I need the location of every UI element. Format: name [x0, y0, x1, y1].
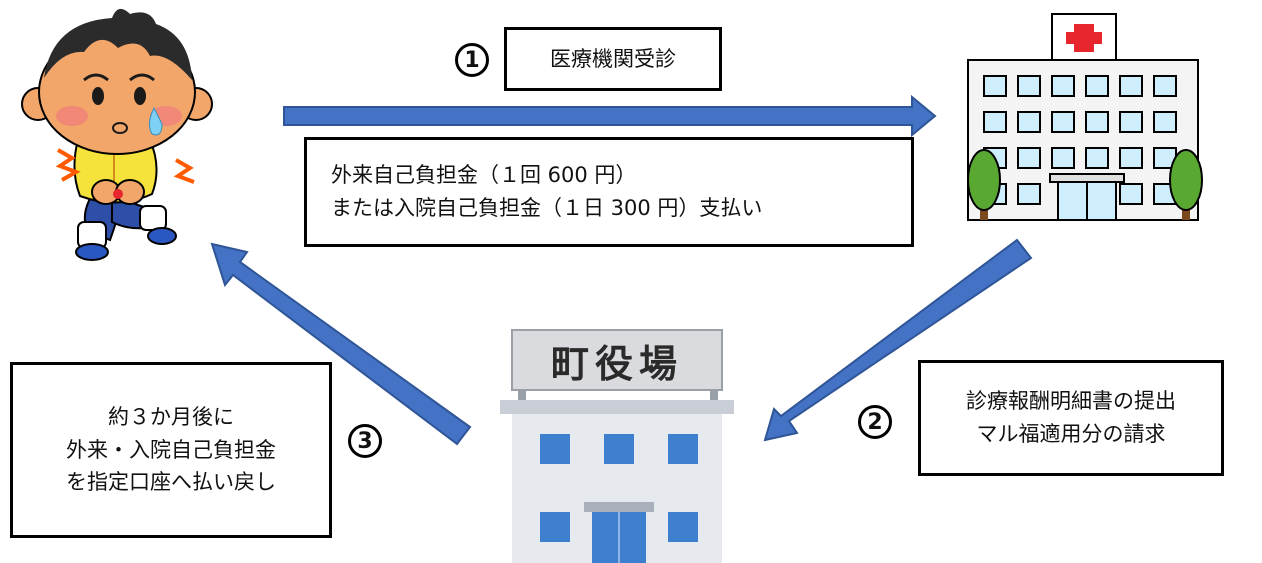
arrow-to-child [210, 242, 472, 446]
step-3-line-2: 外来・入院自己負担金 [66, 437, 276, 462]
step-2-line-1: 診療報酬明細書の提出 [966, 389, 1176, 414]
step-3-line-3: を指定口座へ払い戻し [66, 470, 276, 495]
town-hall-sign: 町役場 [550, 341, 683, 386]
payment-line-2: または入院自己負担金（１日 300 円）支払い [331, 196, 763, 220]
step-3-marker: 3 [348, 424, 382, 458]
step-1-marker: 1 [455, 43, 489, 77]
step-2-box: 診療報酬明細書の提出 マル福適用分の請求 [918, 360, 1224, 476]
step-1-label: 医療機関受診 [550, 46, 676, 71]
arrow-to-hospital [283, 94, 937, 138]
sick-child-icon [21, 8, 213, 261]
hospital-icon [967, 13, 1203, 221]
town-hall-icon [500, 329, 734, 563]
payment-box: 外来自己負担金（１回 600 円） または入院自己負担金（１日 300 円）支払… [304, 137, 914, 247]
arrow-to-town-hall [763, 238, 1033, 442]
step-2-marker: 2 [858, 405, 892, 439]
step-2-number: 2 [867, 409, 883, 435]
step-1-number: 1 [464, 47, 480, 73]
step-2-line-2: マル福適用分の請求 [976, 422, 1166, 446]
step-3-box: 約３か月後に 外来・入院自己負担金 を指定口座へ払い戻し [10, 362, 332, 538]
step-1-box: 医療機関受診 [504, 27, 722, 91]
step-3-number: 3 [357, 428, 373, 454]
step-3-line-1: 約３か月後に [108, 405, 234, 430]
payment-line-1: 外来自己負担金（１回 600 円） [331, 163, 637, 188]
